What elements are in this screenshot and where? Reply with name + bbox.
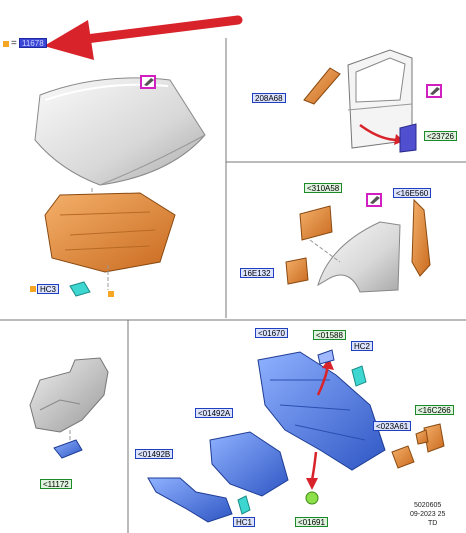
callout-01691[interactable]: <01691 — [295, 517, 328, 527]
door-seal-drawing — [303, 67, 341, 105]
fender-liner-drawing — [411, 198, 431, 277]
dash-clip-hc2-drawing — [351, 365, 367, 387]
callout-01492b[interactable]: <01492B — [135, 449, 174, 459]
callout-023a61[interactable]: <023A61 — [373, 421, 412, 431]
callout-11172[interactable]: <11172 — [40, 479, 72, 489]
callout-hc3[interactable]: HC3 — [37, 284, 60, 294]
fender-drawing — [317, 221, 401, 293]
pointer-arrow-icon — [44, 15, 243, 60]
front-door-drawing — [347, 49, 413, 149]
footer-date: 09-2023 25 — [410, 511, 446, 518]
callout-01670[interactable]: <01670 — [255, 328, 288, 338]
tunnel-insulator-drawing — [53, 439, 83, 459]
callout-23726[interactable]: <23726 — [424, 131, 457, 141]
dash-lower-insulator-drawing — [147, 477, 233, 523]
dash-insulator-drawing — [209, 431, 289, 497]
tunnel-assembly-drawing — [29, 357, 109, 433]
fender-bracket-drawing — [299, 205, 333, 241]
door-patch-drawing — [399, 123, 417, 153]
legend-equals: = — [11, 38, 17, 49]
callout-hc1[interactable]: HC1 — [233, 517, 256, 527]
hood-insulator-drawing — [44, 192, 176, 273]
panel-dividers — [0, 38, 466, 533]
dash-grommet-drawing — [317, 349, 335, 365]
dash-clip-hc1-drawing — [237, 495, 251, 515]
dash-plug-drawing — [305, 491, 319, 505]
edit-marker-icon — [140, 75, 156, 89]
hood-panel-drawing — [34, 77, 206, 186]
legend-code[interactable]: 11678 — [19, 38, 47, 48]
hood-square-icon — [108, 291, 114, 297]
callout-16e560[interactable]: <16E560 — [393, 188, 432, 198]
door-edit-marker-icon — [426, 84, 442, 98]
callout-01492a[interactable]: <01492A — [195, 408, 234, 418]
fender-edit-marker-icon — [366, 193, 382, 207]
footer-number: 5020605 — [414, 502, 442, 509]
dash-panel-drawing — [257, 351, 386, 471]
hc3-square-icon — [30, 286, 36, 292]
callout-208a68[interactable]: 208A68 — [252, 93, 286, 103]
callout-16c266[interactable]: <16C266 — [415, 405, 454, 415]
callout-01588[interactable]: <01588 — [313, 330, 346, 340]
hood-clip-drawing — [69, 281, 91, 297]
dash-bracket-drawing — [415, 423, 445, 453]
callout-310a58[interactable]: <310A58 — [304, 183, 343, 193]
footer-suffix: TD — [428, 520, 438, 527]
legend-square-icon — [3, 41, 9, 47]
callout-16e132[interactable]: 16E132 — [240, 268, 274, 278]
callout-hc2[interactable]: HC2 — [351, 341, 374, 351]
fender-insulator-drawing — [285, 257, 309, 285]
dash-pad-drawing — [391, 445, 415, 469]
